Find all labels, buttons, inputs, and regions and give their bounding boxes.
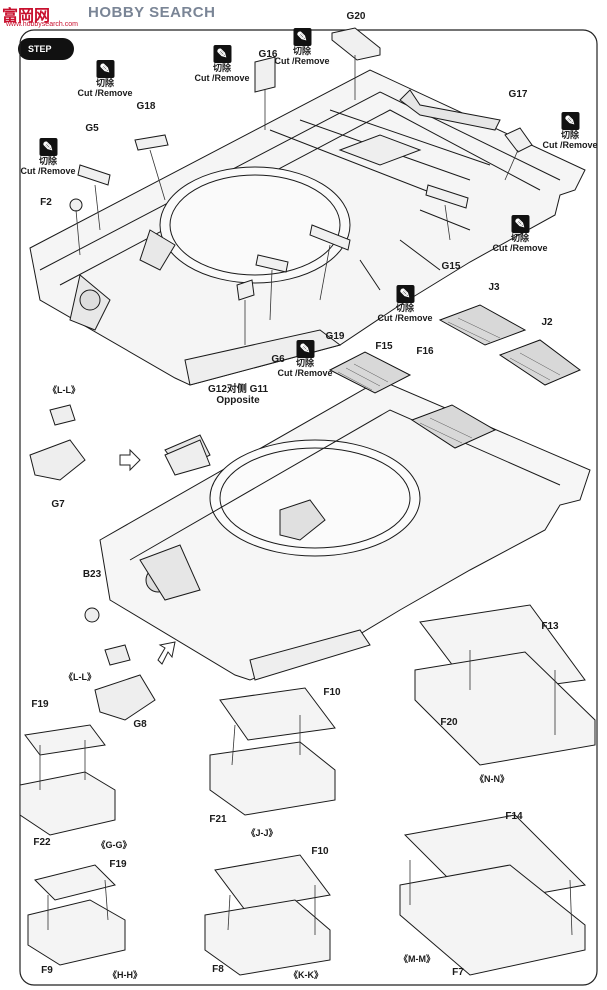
top-leaders xyxy=(75,55,519,345)
cut-en: Cut /Remove xyxy=(194,72,250,83)
cut-en: Cut /Remove xyxy=(274,55,330,66)
section-tag: 《G-G》 xyxy=(96,840,132,850)
part-label: F14 xyxy=(505,811,523,822)
cut-callout-g19: ✎ 切除 Cut /Remove xyxy=(377,285,433,324)
cut-zh: 切除 xyxy=(510,233,530,243)
section-tag: 《N-N》 xyxy=(475,774,509,784)
section-tag: 《M-M》 xyxy=(399,954,435,964)
part-label: B23 xyxy=(82,569,102,580)
part-label: F9 xyxy=(41,965,53,976)
part-label: G6 xyxy=(271,354,285,365)
section-tag: 《J-J》 xyxy=(246,828,278,838)
cut-callout-g17: ✎ 切除 Cut /Remove xyxy=(542,112,598,151)
section-tag: 《H-H》 xyxy=(108,970,142,980)
part-label: F10 xyxy=(323,687,341,698)
g7-part xyxy=(29,404,211,481)
part-label: G20 xyxy=(346,11,366,22)
cut-callout-g18: ✎ 切除 Cut /Remove xyxy=(77,60,133,99)
watermark-sub: www.hobbysearch.com xyxy=(6,21,78,28)
grille-hatching xyxy=(337,317,561,444)
step-badge: STEP xyxy=(18,38,74,60)
knife-icon: ✎ xyxy=(292,28,311,46)
knife-icon: ✎ xyxy=(95,60,114,78)
section-tag: 《L-L》 xyxy=(48,385,80,395)
cut-callout-g16: ✎ 切除 Cut /Remove xyxy=(194,45,250,84)
part-label: F7 xyxy=(452,967,464,978)
cut-zh: 切除 xyxy=(292,46,312,56)
watermark-site: HOBBY SEARCH xyxy=(88,4,216,21)
cut-en: Cut /Remove xyxy=(277,367,333,378)
cut-zh: 切除 xyxy=(295,358,315,368)
arrows xyxy=(119,448,176,665)
cut-zh: 切除 xyxy=(212,63,232,73)
part-label: F13 xyxy=(541,621,559,632)
cut-zh: 切除 xyxy=(560,130,580,140)
part-label: F21 xyxy=(209,814,227,825)
cut-callout-g15: ✎ 切除 Cut /Remove xyxy=(492,215,548,254)
top-small-parts xyxy=(69,27,533,301)
part-label: F16 xyxy=(416,346,434,357)
part-label: F19 xyxy=(31,699,49,710)
engine-grilles xyxy=(328,304,581,449)
cut-en: Cut /Remove xyxy=(492,242,548,253)
cut-en: Cut /Remove xyxy=(77,87,133,98)
section-tag: 《L-L》 xyxy=(64,672,96,682)
cut-zh: 切除 xyxy=(38,156,58,166)
part-label: G7 xyxy=(51,499,65,510)
knife-icon: ✎ xyxy=(560,112,579,130)
opposite-zh: G12对侧 G11 xyxy=(207,384,269,395)
upper-hull-mid xyxy=(99,379,591,681)
box-leaders xyxy=(39,650,573,936)
part-label: F2 xyxy=(40,197,52,208)
box-jj xyxy=(209,687,336,816)
part-label: J2 xyxy=(541,317,553,328)
box-mm xyxy=(399,814,587,976)
part-label: G5 xyxy=(85,123,99,134)
cut-callout-g6: ✎ 切除 Cut /Remove xyxy=(277,340,333,379)
section-tag: 《K-K》 xyxy=(289,970,323,980)
box-nn xyxy=(414,604,596,766)
box-kk xyxy=(204,854,331,976)
part-label: G15 xyxy=(441,261,461,272)
cut-callout-g5: ✎ 切除 Cut /Remove xyxy=(20,138,76,177)
knife-icon: ✎ xyxy=(510,215,529,233)
part-label-f19-b: F19 xyxy=(109,859,127,870)
cut-en: Cut /Remove xyxy=(542,139,598,150)
knife-icon: ✎ xyxy=(38,138,57,156)
part-label: F8 xyxy=(212,964,224,975)
part-label: G19 xyxy=(325,331,345,342)
cut-callout-g20: ✎ 切除 Cut /Remove xyxy=(274,28,330,67)
box-hh xyxy=(27,864,126,966)
knife-icon: ✎ xyxy=(295,340,314,358)
upper-hull-top xyxy=(29,69,586,386)
box-gg xyxy=(19,724,116,836)
part-label-f10-b: F10 xyxy=(311,846,329,857)
part-label: J3 xyxy=(488,282,500,293)
part-label: F22 xyxy=(33,837,51,848)
cut-zh: 切除 xyxy=(395,303,415,313)
part-label: G18 xyxy=(136,101,156,112)
part-label: G16 xyxy=(258,49,278,60)
part-label: F15 xyxy=(375,341,393,352)
g8-part xyxy=(84,607,156,721)
opposite-note: G12对侧 G11 Opposite xyxy=(207,384,269,406)
part-label: G8 xyxy=(133,719,147,730)
knife-icon: ✎ xyxy=(212,45,231,63)
opposite-en: Opposite xyxy=(216,394,260,406)
part-label: G17 xyxy=(508,89,528,100)
watermark-brand: 富岡网 xyxy=(2,8,51,25)
cut-en: Cut /Remove xyxy=(377,312,433,323)
cut-en: Cut /Remove xyxy=(20,165,76,176)
knife-icon: ✎ xyxy=(395,285,414,303)
cut-zh: 切除 xyxy=(95,78,115,88)
part-label: F20 xyxy=(440,717,458,728)
